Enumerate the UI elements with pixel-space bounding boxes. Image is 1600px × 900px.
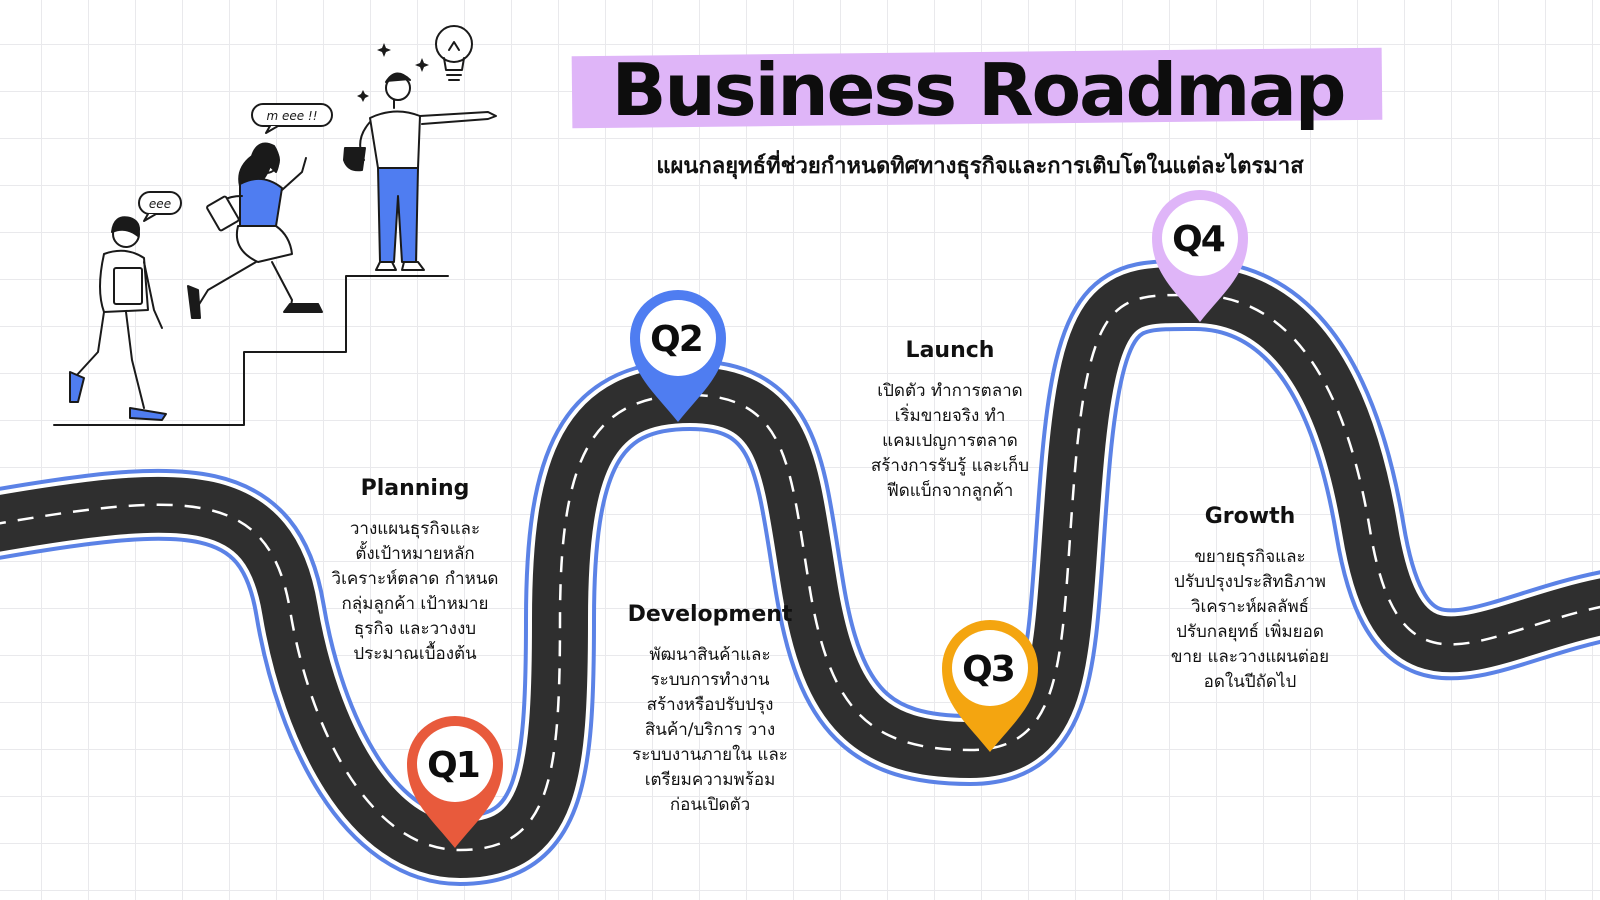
winding-road xyxy=(0,258,1600,887)
q1-pin-label: Q1 xyxy=(427,745,479,786)
q4-pin-face xyxy=(1162,200,1238,276)
q2-pin-label: Q2 xyxy=(650,319,702,360)
q4-pin-label: Q4 xyxy=(1172,219,1225,260)
q4-pin: Q4 xyxy=(1152,190,1248,322)
speech-bubble-icon: eee xyxy=(138,191,182,222)
speech-bubble-text: m eee !! xyxy=(266,109,317,123)
milestone-title: Development xyxy=(627,602,793,627)
milestone-description: ขยายธุรกิจและ ปรับปรุงประสิทธิภาพ วิเครา… xyxy=(1170,547,1330,692)
walker-figure xyxy=(69,216,167,421)
milestone-q3-info: Launch เปิดตัว ทำการตลาด เริ่มขายจริง ทำ… xyxy=(850,338,1050,504)
milestone-title: Growth xyxy=(1204,504,1296,529)
milestone-description: เปิดตัว ทำการตลาด เริ่มขายจริง ทำ แคมเปญ… xyxy=(870,381,1030,501)
milestone-description: พัฒนาสินค้าและ ระบบการทำงาน สร้างหรือปรั… xyxy=(632,645,788,815)
speech-bubble-text: eee xyxy=(149,197,171,211)
speech-bubble-icon: m eee !! xyxy=(251,103,333,134)
leader-figure xyxy=(343,72,497,271)
q2-pin-face xyxy=(640,300,716,376)
road-lane-marking xyxy=(0,293,1600,852)
milestone-q1-info: Planning วางแผนธุรกิจและ ตั้งเป้าหมายหลั… xyxy=(325,476,505,667)
lightbulb-icon xyxy=(435,25,473,81)
milestone-description: วางแผนธุรกิจและ ตั้งเป้าหมายหลัก วิเคราะ… xyxy=(331,519,499,664)
q1-pin-face xyxy=(417,726,493,802)
milestone-q2-info: Development พัฒนาสินค้าและ ระบบการทำงาน … xyxy=(610,602,810,818)
milestone-title: Launch xyxy=(905,338,995,363)
q3-pin-label: Q3 xyxy=(962,649,1014,690)
q3-pin: Q3 xyxy=(942,620,1038,752)
page-subtitle: แผนกลยุทธ์ที่ช่วยกำหนดทิศทางธุรกิจและการ… xyxy=(656,154,1304,179)
milestone-q4-info: Growth ขยายธุรกิจและ ปรับปรุงประสิทธิภาพ… xyxy=(1150,504,1350,695)
page-title: Business Roadmap xyxy=(611,48,1347,132)
q2-pin: Q2 xyxy=(630,290,726,422)
q3-pin-face xyxy=(952,630,1028,706)
runner-figure xyxy=(187,142,323,319)
title-block: Business Roadmap xyxy=(571,38,1384,142)
sparkle-icon xyxy=(357,43,429,102)
stairs xyxy=(53,275,449,426)
milestone-title: Planning xyxy=(360,476,470,501)
q1-pin: Q1 xyxy=(407,716,503,848)
stairs-illustration: m eee !! eee xyxy=(53,25,497,426)
